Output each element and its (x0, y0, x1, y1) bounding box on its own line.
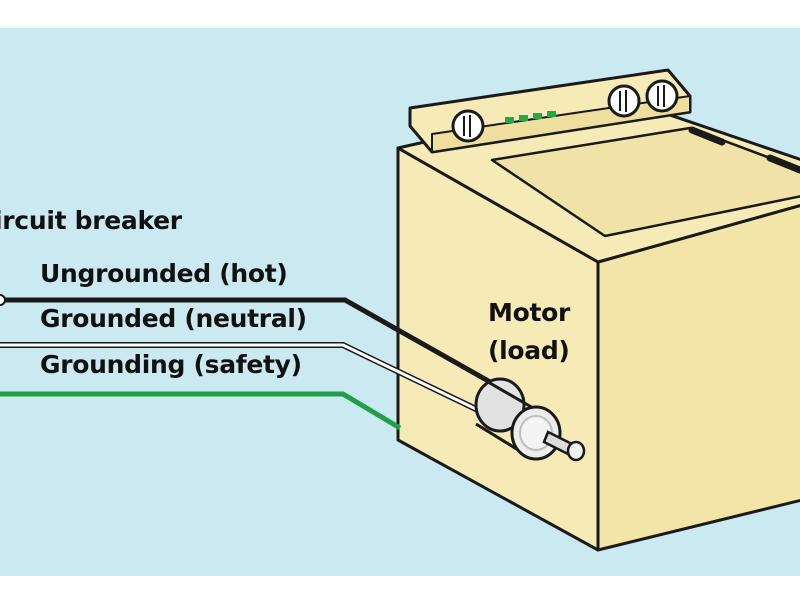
knob-right-icon (645, 79, 679, 113)
grounded-wire-label: Grounded (neutral) (40, 304, 307, 333)
motor-label: Motor (load) (488, 294, 570, 370)
appliance-side (596, 204, 800, 552)
ground-wire (0, 391, 402, 431)
lid-hinge-right (766, 154, 800, 174)
knob-middle-icon (607, 84, 641, 118)
knob-left-icon (451, 109, 485, 143)
ungrounded-wire-label: Ungrounded (hot) (40, 259, 288, 288)
appliance-lid (490, 126, 800, 238)
hot-wire (0, 297, 494, 386)
breaker-terminal (0, 294, 6, 306)
indicator-lights (505, 111, 556, 123)
motor-label-line2: (load) (488, 336, 570, 365)
motor-label-line1: Motor (488, 298, 571, 327)
lid-hinge-left (688, 126, 726, 146)
neutral-wire-fill (0, 343, 479, 412)
grounding-wire-label: Grounding (safety) (40, 350, 302, 379)
circuit-breaker-label: ircuit breaker (0, 206, 182, 235)
motor-icon (474, 377, 586, 462)
